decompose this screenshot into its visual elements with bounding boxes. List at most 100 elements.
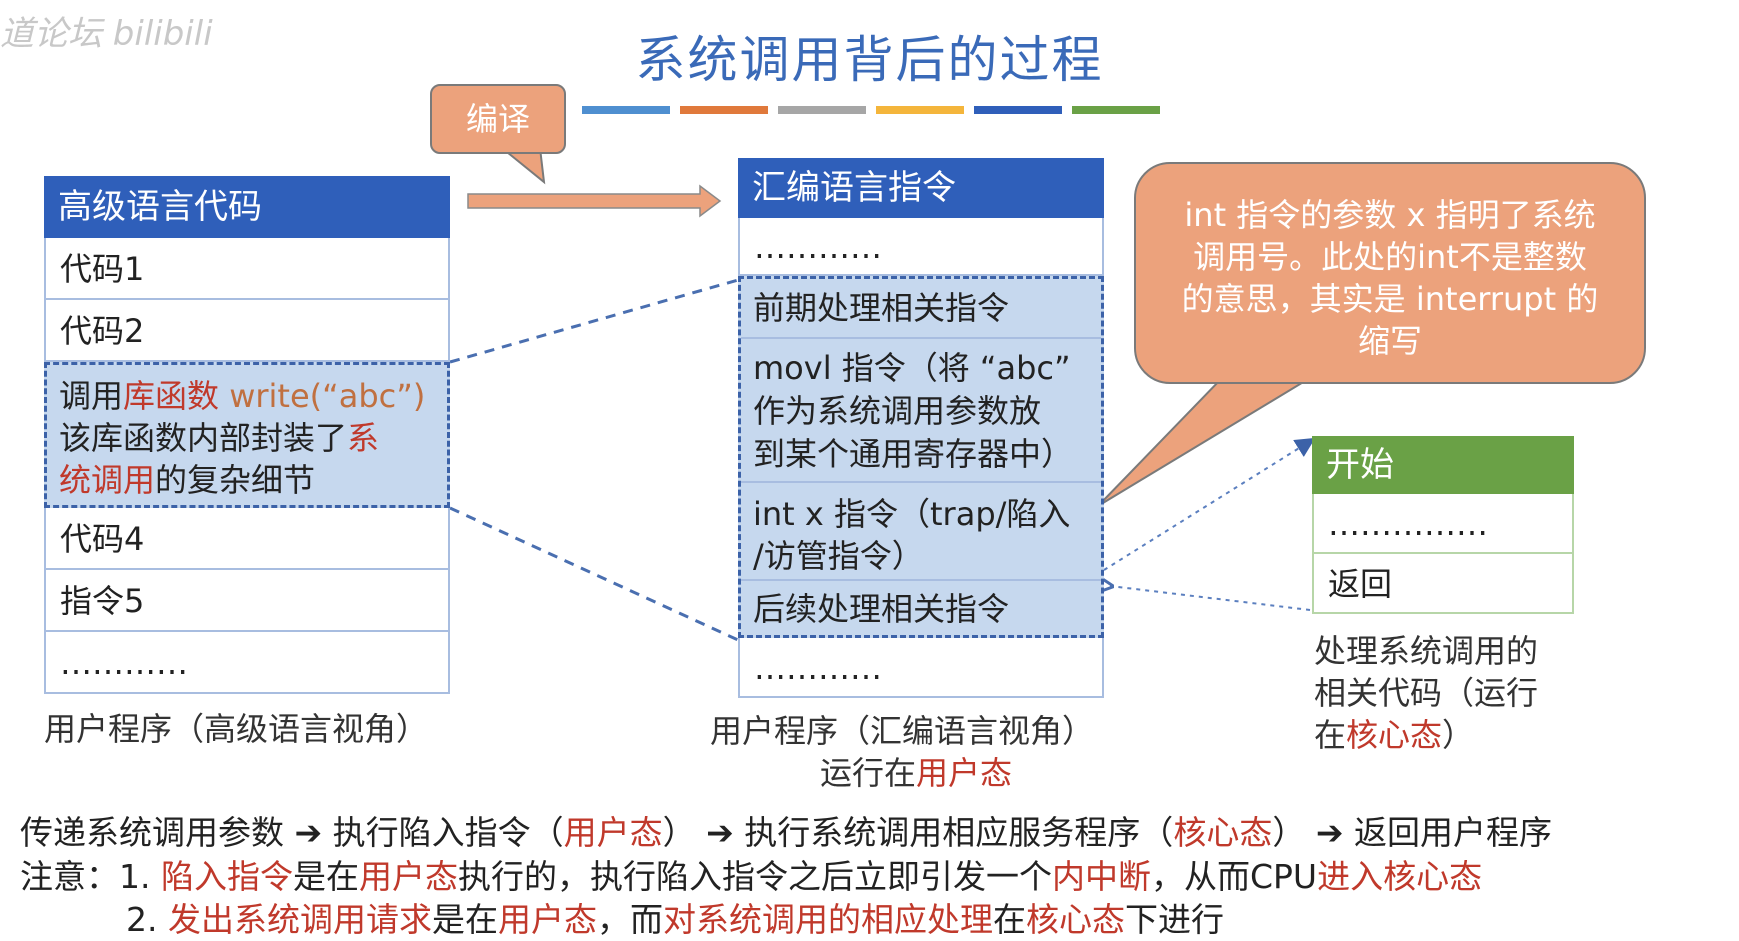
syscall-instructions-highlight: 前期处理相关指令 movl 指令（将 “abc” 作为系统调用参数放 到某个通用… [738,276,1104,638]
note1-enter-kernel: 进入核心态 [1317,857,1483,896]
right-caption: 处理系统调用的 相关代码（运行 在核心态） [1314,630,1538,756]
call-arrow [1103,437,1316,571]
note2-in: 在 [992,900,1026,939]
right-caption-line-3: 在核心态） [1314,714,1538,756]
flow-arrow-icon: ➔ [706,813,734,852]
text-write-call: write(“abc”) [219,377,426,415]
flow-close-1: ） [662,813,707,852]
int-line-2: /访管指令） [753,537,924,575]
assembly-header: 汇编语言指令 [738,158,1104,218]
note1-cpu: ，从而CPU [1150,857,1318,896]
flow-arrow-icon: ➔ [294,813,323,852]
handler-header: 开始 [1312,436,1574,494]
library-call-line-1: 调用库函数 write(“abc”) [59,375,447,417]
high-level-code-header: 高级语言代码 [44,176,450,238]
text-library-function: 库函数 [123,377,220,415]
note2-while: ，而 [596,900,663,939]
assembly-bottom-dots: ………… [738,638,1104,698]
library-call-highlight: 调用库函数 write(“abc”) 该库函数内部封装了系 统调用的复杂细节 [44,362,450,508]
compile-callout: 编译 [430,84,566,154]
flow-summary: 传递系统调用参数 ➔ 执行陷入指令（用户态） ➔ 执行系统调用相应服务程序（核心… [20,806,1552,854]
bubble-line-4: 缩写 [1357,322,1422,360]
int-instruction: int x 指令（trap/陷入 /访管指令） [741,483,1101,581]
code-row-1: 代码1 [44,238,450,300]
flow-trap: 执行陷入指令（ [322,813,564,852]
right-caption-in: 在 [1314,716,1347,754]
assembly-top-dots: ………… [738,218,1104,276]
note2-user-mode: 用户态 [497,900,597,939]
code-row-5: 指令5 [44,570,450,632]
bubble-line-3: 的意思，其实是 interrupt 的 [1181,280,1599,318]
movl-line-2: 作为系统调用参数放 [753,392,1042,430]
int-explanation-bubble: int 指令的参数 x 指明了系统 调用号。此处的int不是整数 的意思，其实是… [1134,162,1646,384]
assembly-box: 汇编语言指令 ………… 前期处理相关指令 movl 指令（将 “abc” 作为系… [738,158,1104,698]
color-bar-3 [778,106,866,114]
code-row-2: 代码2 [44,300,450,362]
expand-line-bottom [449,506,739,642]
color-bar-1 [582,106,670,114]
expand-line-top [449,278,739,364]
right-caption-line-2: 相关代码（运行 [1314,674,1539,712]
handler-return: 返回 [1312,554,1574,614]
right-caption-close: ） [1442,716,1475,754]
flow-service: 执行系统调用相应服务程序（ [733,813,1174,852]
text-details: 的复杂细节 [155,461,316,499]
movl-line-3: 到某个通用寄存器中） [753,435,1074,473]
flow-return: 返回用户程序 [1343,813,1552,852]
flow-kernel-mode: 核心态 [1173,813,1273,852]
note-2: 2. 发出系统调用请求是在用户态，而对系统调用的相应处理在核心态下进行 [126,893,1224,941]
bubble-line-2: 调用号。此处的int不是整数 [1193,238,1587,276]
note2-kernel-mode: 核心态 [1025,900,1125,939]
mid-caption-1: 用户程序（汇编语言视角） [710,712,1095,750]
text-sys-1: 系 [347,419,380,457]
library-call-line-2: 该库函数内部封装了系 [59,417,447,459]
note1-prefix: 注意：1. [20,857,161,896]
note1-user-mode: 用户态 [358,857,458,896]
right-caption-line-1: 处理系统调用的 [1314,632,1539,670]
right-caption-kernel-mode: 核心态 [1346,716,1443,754]
mid-caption-user-mode: 用户态 [916,754,1013,792]
handler-dots: …………… [1312,494,1574,554]
note2-prefix: 2. [126,900,168,939]
watermark-logo: 道论坛 bilibili [0,14,213,54]
flow-pass-params: 传递系统调用参数 [20,813,295,852]
library-call-line-3: 统调用的复杂细节 [59,459,447,501]
flow-arrow-icon: ➔ [1315,813,1344,852]
mid-caption-2: 运行在用户态 [820,748,1012,794]
left-caption: 用户程序（高级语言视角） [44,710,429,748]
text-sys-2: 统调用 [59,461,156,499]
note1-trap-instruction: 陷入指令 [160,857,293,896]
text-call: 调用 [59,377,124,415]
pre-instructions: 前期处理相关指令 [741,279,1101,339]
color-bar-2 [680,106,768,114]
note1-is-in: 是在 [292,857,359,896]
text-encapsulates: 该库函数内部封装了 [59,419,348,457]
note1-internal-interrupt: 内中断 [1051,857,1151,896]
movl-instruction: movl 指令（将 “abc” 作为系统调用参数放 到某个通用寄存器中） [741,339,1101,483]
compile-arrow [467,184,722,218]
note-1: 注意：1. 陷入指令是在用户态执行的，执行陷入指令之后立即引发一个内中断，从而C… [20,850,1482,898]
flow-user-mode: 用户态 [563,813,663,852]
int-line-1: int x 指令（trap/陷入 [753,495,1071,533]
note2-handling: 对系统调用的相应处理 [662,900,993,939]
code-row-4: 代码4 [44,508,450,570]
kernel-handler-box: 开始 …………… 返回 [1312,436,1574,614]
high-level-code-box: 高级语言代码 代码1 代码2 调用库函数 write(“abc”) 该库函数内部… [44,176,450,694]
page-title: 系统调用背后的过程 [635,31,1104,89]
note2-request: 发出系统调用请求 [167,900,432,939]
color-bar-5 [974,106,1062,114]
bubble-tail [1097,377,1314,507]
mid-caption-run-in: 运行在 [820,754,917,792]
color-bar-4 [876,106,964,114]
flow-close-2: ） [1272,813,1316,852]
post-instructions: 后续处理相关指令 [753,590,1010,628]
note2-is-in: 是在 [431,900,498,939]
note2-performed: 下进行 [1124,900,1224,939]
bubble-line-1: int 指令的参数 x 指明了系统 [1184,196,1596,234]
movl-line-1: movl 指令（将 “abc” [753,349,1071,387]
code-row-dots: ………… [44,632,450,694]
return-arrow [1110,586,1311,611]
color-bar-6 [1072,106,1160,114]
note1-executed: 执行的，执行陷入指令之后立即引发一个 [457,857,1052,896]
